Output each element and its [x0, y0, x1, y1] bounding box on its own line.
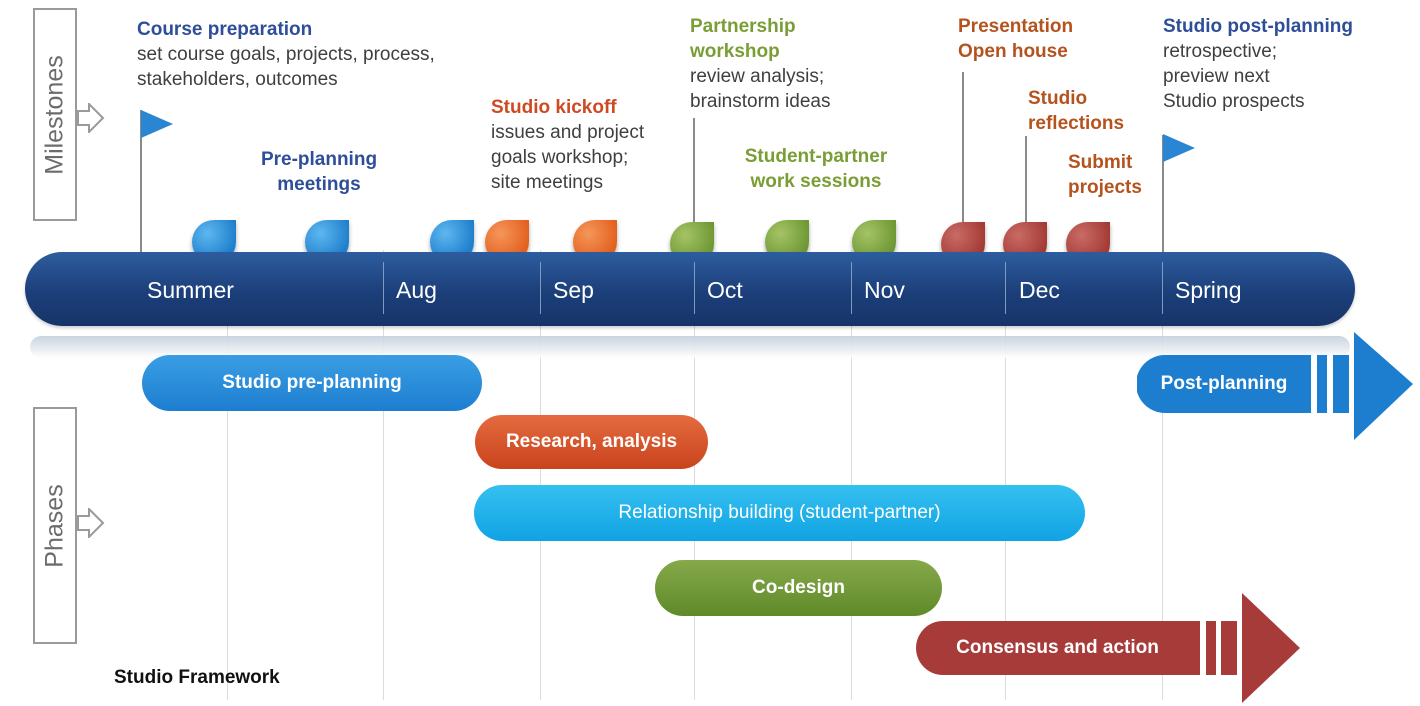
gridline [227, 250, 228, 700]
milestone-title-line: Submit [1068, 152, 1133, 173]
milestone-stem [140, 110, 142, 262]
milestone-presentation: Presentation Open house [958, 14, 1073, 64]
phase-label: Research, analysis [505, 431, 678, 452]
timeline-separator [1005, 262, 1006, 314]
gridline [383, 250, 384, 700]
milestone-desc-line: review analysis; [690, 66, 825, 87]
milestone-stem [962, 72, 964, 232]
phase-label: Studio pre-planning [222, 372, 402, 393]
milestone-title-line: work sessions [750, 171, 882, 192]
milestone-title-line: Student-partner [744, 146, 888, 167]
gridline [1162, 250, 1163, 700]
milestone-title-line: Partnership [690, 16, 796, 37]
milestone-desc-line: stakeholders, outcomes [137, 69, 338, 90]
phases-label: Phases [40, 483, 69, 568]
end-flag-icon [1163, 134, 1195, 162]
timeline-separator [540, 262, 541, 314]
milestone-studio-kickoff: Studio kickoff issues and project goals … [491, 95, 644, 195]
milestone-title-line: projects [1068, 177, 1142, 198]
milestone-partnership-workshop: Partnership workshop review analysis; br… [690, 14, 830, 114]
month-label-aug: Aug [396, 277, 437, 303]
month-label-summer: Summer [147, 277, 234, 303]
phases-label-box: Phases [33, 407, 77, 644]
milestone-title-line: meetings [277, 174, 361, 195]
timeline-separator [383, 262, 384, 314]
phases-arrow-icon [77, 508, 105, 538]
timeline-separator [851, 262, 852, 314]
milestone-desc-line: preview next [1163, 66, 1270, 87]
milestone-pre-planning: Pre-planning meetings [251, 147, 387, 197]
milestone-desc-line: site meetings [491, 172, 603, 193]
month-label-nov: Nov [864, 277, 905, 303]
milestone-title-line: Studio [1028, 88, 1088, 109]
milestone-title: Studio post-planning [1163, 16, 1353, 37]
gridline [540, 250, 541, 700]
milestone-stem [1162, 135, 1164, 253]
milestone-title-line: reflections [1028, 113, 1125, 134]
milestone-course-preparation: Course preparation set course goals, pro… [137, 17, 435, 92]
milestones-label-box: Milestones [33, 8, 77, 221]
phase-research-analysis: Research, analysis [475, 415, 708, 469]
milestone-stem [1025, 136, 1027, 232]
milestone-desc-line: brainstorm ideas [690, 91, 831, 112]
phase-label: Co-design [752, 577, 845, 598]
milestone-title-line: Open house [958, 41, 1068, 62]
milestone-title-line: Presentation [958, 16, 1074, 37]
milestone-submit-projects: Submit projects [1068, 150, 1142, 200]
phase-studio-preplanning: Studio pre-planning [142, 355, 482, 411]
month-label-spring: Spring [1175, 277, 1242, 303]
timeline-separator [694, 262, 695, 314]
phase-consensus-arrow-icon [916, 593, 1300, 703]
phase-relationship-building: Relationship building (student-partner) [474, 485, 1085, 541]
timeline-separator [1162, 262, 1163, 314]
timeline-reflection [30, 336, 1350, 358]
timeline-bar [25, 252, 1355, 326]
gridline [851, 250, 852, 700]
milestone-title: Studio kickoff [491, 97, 617, 118]
milestone-desc-line: Studio prospects [1163, 91, 1305, 112]
milestone-stem [693, 118, 695, 238]
milestone-title-line: workshop [690, 41, 780, 62]
phase-label: Relationship building (student-partner) [618, 502, 941, 523]
start-flag-icon [141, 110, 173, 138]
milestone-student-partner: Student-partner work sessions [728, 144, 904, 194]
milestones-arrow-icon [77, 103, 105, 133]
milestone-post-planning: Studio post-planning retrospective; prev… [1163, 14, 1353, 114]
month-label-dec: Dec [1019, 277, 1060, 303]
figure-caption: Studio Framework [114, 667, 280, 688]
month-label-oct: Oct [707, 277, 743, 303]
milestone-title-line: Pre-planning [260, 149, 378, 170]
milestones-label: Milestones [40, 54, 69, 175]
milestone-studio-reflections: Studio reflections [1028, 86, 1124, 136]
gridline [694, 250, 695, 700]
phase-co-design: Co-design [655, 560, 942, 616]
milestone-desc-line: issues and project [491, 122, 645, 143]
milestone-desc-line: set course goals, projects, process, [137, 44, 435, 65]
milestone-desc-line: retrospective; [1163, 41, 1278, 62]
milestone-desc-line: goals workshop; [491, 147, 629, 168]
phase-post-planning-arrow-icon [1137, 332, 1413, 440]
gridline [1005, 250, 1006, 700]
milestone-title: Course preparation [137, 19, 313, 40]
phase-consensus-label: Consensus and action [956, 637, 1159, 658]
month-label-sep: Sep [553, 277, 594, 303]
phase-post-planning-label: Post-planning [1160, 373, 1288, 394]
